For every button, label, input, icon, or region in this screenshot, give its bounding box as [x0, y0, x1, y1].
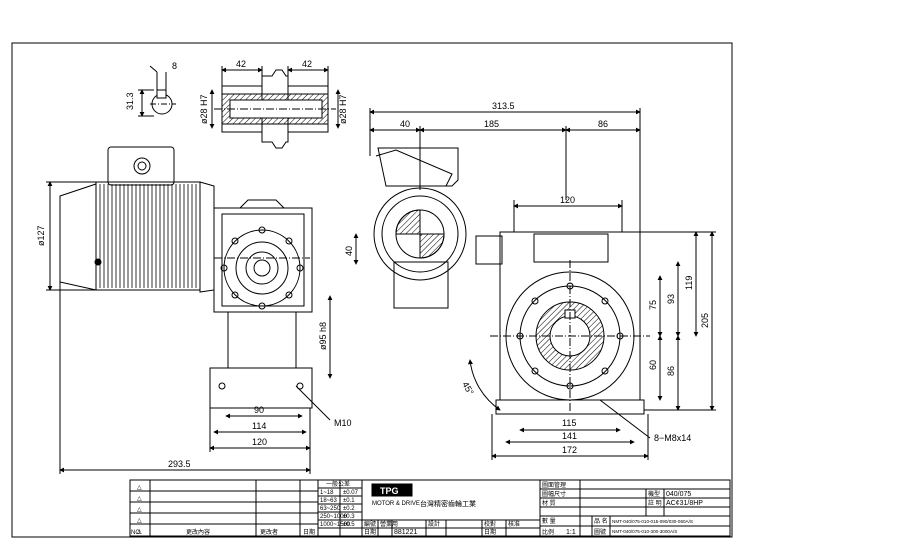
dim-overall-width: 313.5 [492, 101, 515, 111]
dim-motor-dia: ø127 [36, 225, 46, 246]
dim-seg-86: 86 [598, 119, 608, 129]
rev-mark-4: △ [137, 518, 142, 524]
dim-flange-dia: ø95 h8 [318, 322, 328, 350]
note-value: AC¢31/8HP [666, 500, 703, 507]
rev-mark-3: △ [137, 507, 142, 513]
dim-shaft-left: 42 [236, 59, 246, 69]
rev-col-person: 更改者 [260, 528, 278, 536]
dim-bot-172: 172 [562, 445, 577, 455]
drawing-mgmt-label: 圖面管理 [542, 481, 566, 489]
dim-key-height: 31.3 [125, 92, 135, 110]
date-value: 881221 [394, 529, 417, 536]
logo-subtitle: MOTOR & DRIVE [372, 501, 420, 507]
dim-bolts: 8−M8x14 [654, 433, 691, 443]
dim-angle: 45° [460, 380, 476, 397]
dim-shaft-right: 42 [302, 59, 312, 69]
code-label: 編號 [364, 520, 376, 528]
rev-mark-1: △ [137, 485, 142, 491]
rev-col-content: 更改內容 [186, 528, 210, 536]
type-label: 機型 [648, 490, 660, 498]
dim-offset-40: 40 [344, 246, 354, 256]
dimension-labels: 8 31.3 42 42 ø28 H7 ø28 H7 ø127 ø95 h8 9… [36, 59, 710, 469]
title-block [129, 479, 731, 537]
company-logo: TPG [380, 486, 399, 496]
company-name: 台灣精密齒輪工業 [420, 499, 476, 508]
check-label: 校對 [484, 520, 496, 528]
dim-h-93: 93 [666, 294, 676, 304]
drawing-no-label: 圖號 [594, 528, 606, 536]
tol-value-4: ±0.3 [343, 514, 355, 520]
dim-bore-left: ø28 H7 [199, 94, 209, 124]
scale-label: 比例 [542, 528, 554, 536]
dim-bot-115: 115 [562, 418, 576, 428]
title-block-text: △ △ △ △ △ NO. 更改內容 更改者 日期 一般公差 1~18 ±0.0… [131, 480, 703, 536]
tol-range-4: 250~1000 [320, 514, 348, 520]
type-value: 040/075 [666, 491, 691, 498]
tol-range-3: 63~250 [320, 506, 341, 512]
dim-h-119: 119 [684, 276, 694, 290]
dim-base-114: 114 [252, 421, 266, 431]
dim-h-75: 75 [648, 300, 658, 310]
dim-seg-185: 185 [484, 119, 499, 129]
drawing-frame [11, 42, 733, 538]
tol-value-2: ±0.1 [343, 498, 355, 504]
note-label: 註 明 [648, 499, 662, 507]
rev-mark-5: △ [137, 529, 142, 535]
dim-bore-right: ø28 H7 [338, 94, 348, 124]
rev-col-date: 日期 [303, 528, 315, 536]
quantity-label: 數 量 [542, 517, 556, 525]
tol-value-3: ±0.2 [343, 506, 355, 512]
tol-header: 一般公差 [326, 480, 350, 488]
tol-range-1: 1~18 [320, 490, 334, 496]
part-no-label: 品 名 [594, 517, 608, 525]
dim-h-60: 60 [648, 360, 658, 370]
shaft-detail [138, 65, 341, 149]
drawing-no-value: NMT-040/075-010-300-3000A/S [612, 529, 677, 534]
front-view [353, 108, 716, 460]
code-value: 營業用 [380, 520, 398, 528]
date2-label: 日期 [484, 528, 496, 536]
dim-h-86: 86 [666, 366, 676, 376]
tol-range-5: 1000~1500 [320, 522, 351, 528]
dim-base-120: 120 [252, 437, 267, 447]
date-label: 日期 [364, 528, 376, 536]
part-no-value: NMT-040/075-010-015-090/030-060A/S [612, 519, 693, 524]
dim-top-120: 120 [560, 195, 575, 205]
approve-label: 核准 [508, 520, 520, 528]
material-label: 材 質 [542, 499, 556, 507]
tol-range-2: 18~63 [320, 498, 338, 504]
dim-bot-141: 141 [562, 431, 577, 441]
dim-m10: M10 [334, 418, 352, 428]
drawing-size-label: 圖幅尺寸 [542, 490, 566, 498]
rev-col-no: NO. [131, 530, 142, 536]
design-label: 設計 [428, 520, 440, 528]
dim-h-205: 205 [700, 313, 710, 328]
rev-mark-2: △ [137, 496, 142, 502]
dim-seg-40: 40 [400, 119, 410, 129]
dim-base-90: 90 [254, 405, 264, 415]
scale-value: 1:1 [566, 529, 576, 536]
tol-value-5: ±0.5 [343, 522, 355, 528]
side-view [46, 146, 333, 474]
dim-overall-length: 293.5 [168, 459, 191, 469]
dim-key-width: 8 [172, 61, 177, 71]
tol-value-1: ±0.07 [343, 490, 359, 496]
